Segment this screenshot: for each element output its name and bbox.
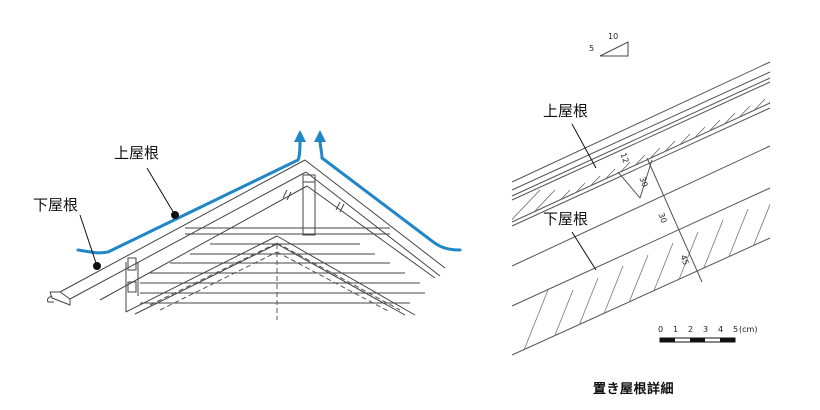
scale-bar [659,337,736,343]
airflow-right [320,156,462,252]
scale-seg-1 [660,338,675,342]
scale-seg-5 [720,338,735,342]
slope-triangle [599,41,629,57]
hidden-line-left-1 [149,242,278,306]
leader-detail-lower [571,231,597,271]
lower-board-bottom [511,237,771,356]
arrow-up-icon [314,130,326,142]
upper-roof-left-top [59,159,306,293]
strut-mark-1 [282,189,288,199]
airflow-left [76,138,302,255]
gutter-left [47,295,54,303]
upper-roof-left-rafter [99,185,308,301]
eave-fascia-left [49,291,71,306]
scale-tick-label: 4 [718,325,724,334]
scale-tick-label: 2 [688,325,694,334]
upper-roof-left-under [69,171,307,300]
lower-roof-right-inner [276,243,406,316]
lower-roof-right [276,235,416,316]
detail-label-lower-roof: 下屋根 [543,210,589,228]
lower-roof-left-inner [134,243,278,315]
strut-mark-4 [339,203,345,213]
upper-board-line-2 [511,71,771,191]
strut-mark-3 [335,201,341,211]
strut-mark-2 [286,191,292,201]
detail-label-upper-roof: 上屋根 [543,102,589,120]
label-upper-roof: 上屋根 [114,144,160,162]
post-block-2 [127,281,137,293]
scale-tick-label: 5 [733,325,739,334]
king-post [302,174,316,236]
upper-board-line-7 [511,145,771,267]
airflow-right-up [318,138,324,160]
upper-roof-right-top [304,159,446,269]
detail-caption: 置き屋根詳細 [593,382,675,397]
scale-tick-label: 0 [658,325,664,334]
post-block-1 [127,257,137,271]
upper-board-line-5 [511,102,771,223]
upper-board-line-4 [511,81,771,201]
upper-board-line-6 [511,107,771,227]
leader-upper-roof [146,167,176,216]
scale-unit-label: (cm) [739,325,758,334]
hidden-line-left-2 [159,251,278,311]
upper-board-line-3 [511,77,771,197]
scale-tick-label: 1 [673,325,679,334]
slope-triangle-shape [599,41,629,57]
label-lower-roof: 下屋根 [33,196,79,214]
dim-line-diagonal [646,157,703,283]
airflow-arrowheads [294,130,326,142]
upper-roof-right-rafter [306,185,436,279]
scale-tick-label: 3 [703,325,709,334]
upper-roof-right-under [305,171,441,277]
upper-board-line-1 [511,61,771,183]
slope-run-label: 10 [608,32,619,41]
arrow-up-icon [294,130,306,142]
hidden-line-right-2 [276,251,391,313]
dim-line-12 [617,171,641,199]
hidden-line-right-1 [276,242,401,311]
point-lower-roof [93,262,101,270]
leader-detail-upper [571,123,597,169]
point-upper-roof [171,211,179,219]
dim-line-30a [639,159,653,199]
scale-seg-3 [690,338,705,342]
lower-board-top [511,187,771,307]
leader-lower-roof [79,214,98,267]
slope-rise-label: 5 [589,44,595,53]
lower-roof-left [125,235,278,313]
